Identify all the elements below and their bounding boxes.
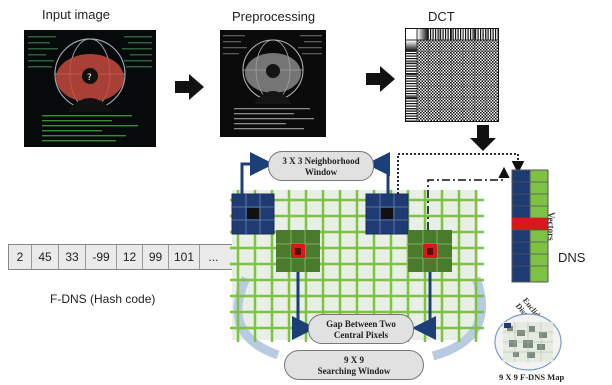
vectors-label: Vectors <box>546 212 556 241</box>
right-neighborhood-window <box>365 193 409 235</box>
gap-line2: Central Pixels <box>333 330 389 340</box>
hash-value: 33 <box>59 245 86 269</box>
hash-value: 2 <box>9 245 32 269</box>
fdns-hash-label: F-DNS (Hash code) <box>50 292 156 306</box>
hash-value: ... <box>208 250 219 264</box>
left-neighborhood-window <box>231 193 275 235</box>
dns-label: DNS <box>558 250 586 265</box>
neighborhood-line2: Window <box>304 167 338 177</box>
input-image-label: Input image <box>42 7 110 22</box>
hash-value: -99 <box>86 245 117 269</box>
searching-window-bubble: 9 X 9 Searching Window <box>284 350 424 380</box>
neighborhood-line1: 3 X 3 Neighborhood <box>282 156 360 166</box>
hash-value: 99 <box>143 245 169 269</box>
hash-value: 12 <box>117 245 143 269</box>
input-image: ? <box>24 30 156 147</box>
hash-code-row: 2 45 33 -99 12 99 101 ... <box>8 244 238 270</box>
dct-label: DCT <box>428 9 455 24</box>
arrow-right-icon <box>175 74 204 100</box>
neighborhood-window-bubble: 3 X 3 Neighborhood Window <box>268 151 374 181</box>
search-arrow-left <box>233 276 280 360</box>
fdns-map-label: 9 X 9 F-DNS Map <box>499 372 565 382</box>
hash-value: 101 <box>169 245 200 269</box>
preprocessed-image <box>220 30 326 137</box>
arrow-right-icon <box>366 66 395 92</box>
right-center-window <box>408 230 452 272</box>
gap-central-pixels-bubble: Gap Between Two Central Pixels <box>308 314 414 344</box>
arrow-down-icon <box>470 125 496 151</box>
svg-text:?: ? <box>87 73 92 83</box>
fdns-map-image <box>494 313 562 371</box>
preprocessing-label: Preprocessing <box>232 9 316 24</box>
search-line1: 9 X 9 <box>344 355 364 365</box>
dct-basis-image <box>405 28 499 122</box>
search-line2: Searching Window <box>317 366 391 376</box>
dns-diagram <box>230 152 525 361</box>
left-center-window <box>276 230 320 272</box>
gap-line1: Gap Between Two <box>326 319 396 329</box>
hash-value: 45 <box>32 245 59 269</box>
vector-column <box>511 169 549 283</box>
